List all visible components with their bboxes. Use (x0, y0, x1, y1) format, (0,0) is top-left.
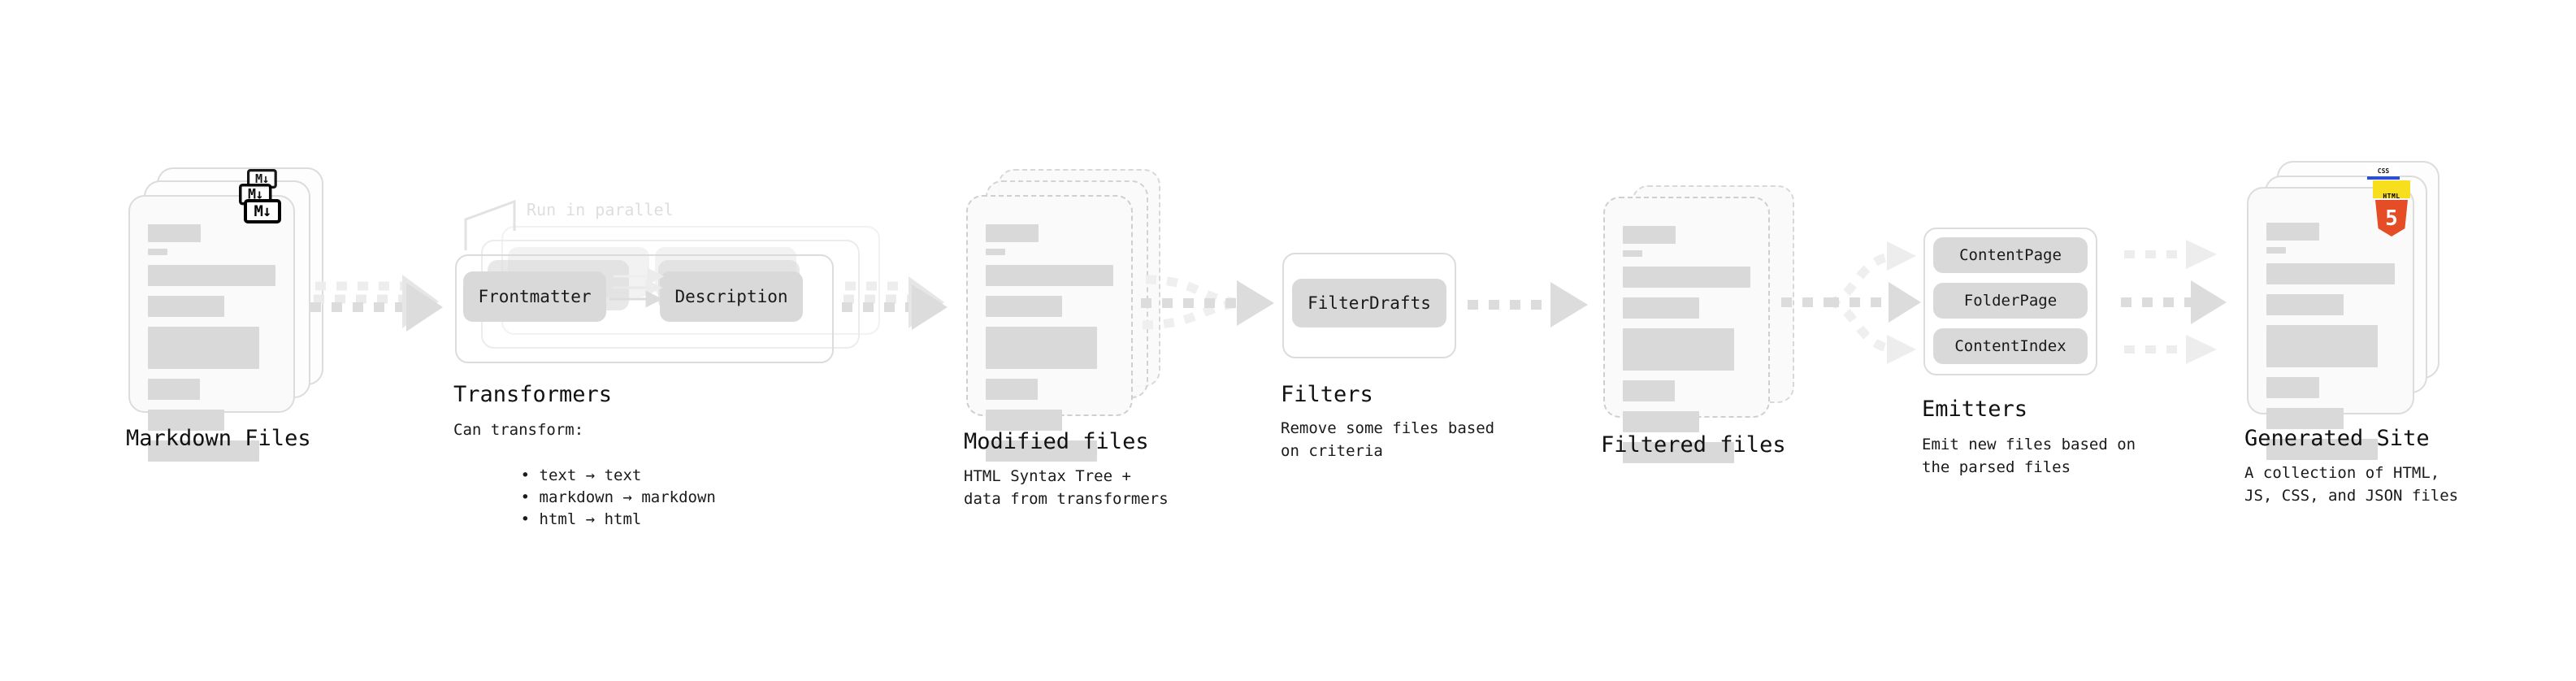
css-badge: CSS (2367, 167, 2400, 180)
filtered-placeholder-bars (1623, 226, 1750, 473)
transformers-bullet-1-label: markdown → markdown (539, 488, 716, 506)
transformer-pill-description-label: Description (674, 287, 788, 306)
transformers-bullet-2: • html → html (465, 485, 642, 553)
filters-pill-filterdrafts[interactable]: FilterDrafts (1292, 279, 1446, 327)
filters-pill-filterdrafts-label: FilterDrafts (1308, 293, 1431, 313)
filters-desc-0: Remove some files based (1281, 419, 1495, 437)
emitters-pill-contentindex[interactable]: ContentIndex (1933, 328, 2088, 364)
emitters-desc-1: the parsed files (1922, 458, 2071, 476)
emitters-pill-contentpage[interactable]: ContentPage (1933, 237, 2088, 273)
note-run-in-parallel: Run in parallel (527, 200, 674, 219)
caption-emitters: Emitters (1922, 397, 2028, 422)
emitters-pill-folderpage-label: FolderPage (1963, 292, 2058, 310)
emitters-pill-contentpage-label: ContentPage (1959, 246, 2062, 264)
html5-badge: HTML 5 (2373, 193, 2410, 236)
connector-filtered-to-emitters (1781, 241, 1921, 364)
transformers-bullet-2-label: html → html (539, 510, 642, 528)
caption-filtered-files: Filtered files (1601, 432, 1786, 458)
markdown-badge-label-back: M↓ (255, 171, 270, 186)
html5-badge-shield: 5 (2375, 200, 2408, 236)
transformer-pill-description[interactable]: Description (660, 271, 803, 322)
markdown-badge-label-front: M↓ (254, 202, 272, 220)
modified-placeholder-bars (986, 224, 1113, 471)
transformer-pill-frontmatter[interactable]: Frontmatter (463, 271, 606, 322)
transformers-bullet-0: • text → text (465, 441, 642, 510)
transformers-description-title: Can transform: (453, 421, 584, 439)
filtered-file-card-front (1603, 197, 1770, 463)
generated-site-placeholder-bars (2266, 216, 2395, 470)
caption-generated-site: Generated Site (2244, 426, 2430, 451)
connector-emitters-to-site (2121, 240, 2227, 364)
bullet-dot-2: • (520, 510, 540, 528)
modified-files-desc-0: HTML Syntax Tree + (964, 467, 1131, 485)
connector-filters-to-filtered (1468, 282, 1588, 327)
caption-markdown-files: Markdown Files (126, 426, 311, 451)
transformers-bullet-0-label: text → text (539, 466, 642, 484)
css-badge-label: CSS (2377, 167, 2390, 175)
connector-modified-to-filters (1141, 275, 1274, 330)
modified-file-card-front (966, 195, 1133, 462)
transformer-group-front (455, 254, 834, 363)
emitters-pill-folderpage[interactable]: FolderPage (1933, 283, 2088, 319)
markdown-badge-label-mid: M↓ (248, 186, 263, 202)
modified-files-desc-1: data from transformers (964, 490, 1169, 508)
emitters-desc-0: Emit new files based on (1922, 436, 2136, 453)
filters-desc-1: on criteria (1281, 442, 1383, 460)
connector-md-to-transformers (310, 275, 443, 332)
markdown-placeholder-bars (148, 224, 275, 471)
bullet-dot-0: • (520, 466, 540, 484)
emitters-pill-contentindex-label: ContentIndex (1954, 337, 2066, 355)
js-badge (2373, 180, 2410, 198)
markdown-badge-front: M↓ (244, 199, 281, 223)
transformers-bullet-1: • markdown → markdown (465, 463, 716, 531)
transformer-pill-frontmatter-label: Frontmatter (478, 287, 592, 306)
bullet-dot-1: • (520, 488, 540, 506)
html5-badge-tag: HTML (2383, 193, 2400, 200)
generated-site-desc-0: A collection of HTML, (2244, 464, 2440, 482)
caption-transformers: Transformers (453, 382, 613, 407)
markdown-file-card-front (128, 195, 295, 462)
generated-site-desc-1: JS, CSS, and JSON files (2244, 487, 2459, 505)
caption-modified-files: Modified files (964, 429, 1149, 454)
caption-filters: Filters (1281, 382, 1373, 407)
